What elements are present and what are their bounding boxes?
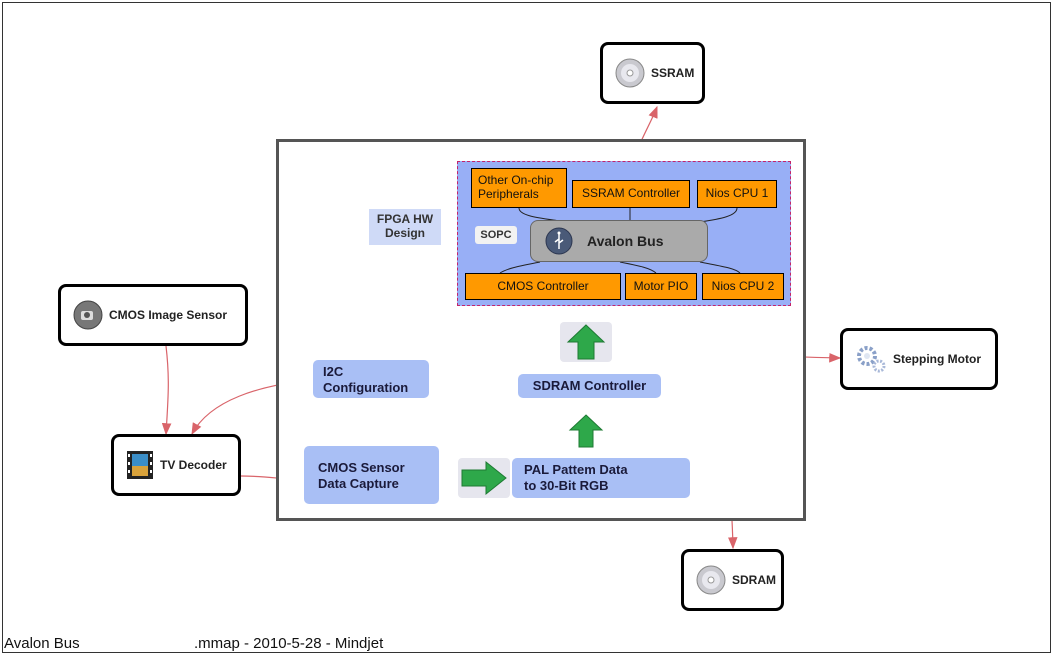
pal-pattern-data-box[interactable]: PAL Pattem Data to 30-Bit RGB — [512, 458, 690, 498]
nios-cpu-2-box[interactable]: Nios CPU 2 — [702, 273, 784, 300]
sdram-controller-label: SDRAM Controller — [532, 378, 647, 393]
avalon-bus-title: Avalon Bus — [587, 233, 664, 249]
up-arrow-2 — [562, 412, 610, 450]
cmos-controller-box[interactable]: CMOS Controller — [465, 273, 621, 300]
fpga-hw-design-label: FPGA HW Design — [369, 209, 441, 245]
stepping-motor-label: Stepping Motor — [893, 352, 981, 366]
tv-decoder-label: TV Decoder — [160, 458, 227, 472]
camera-icon — [73, 300, 103, 330]
i2c-line1: I2C — [323, 364, 344, 379]
film-icon — [127, 451, 153, 479]
sopc-label: SOPC — [480, 229, 512, 241]
cmos-image-sensor-node[interactable]: CMOS Image Sensor — [58, 284, 248, 346]
green-up-arrow-icon — [568, 414, 604, 448]
footer-meta: .mmap - 2010-5-28 - Mindjet — [194, 635, 384, 652]
fpga-label-line2: Design — [384, 226, 425, 241]
right-arrow — [458, 458, 510, 498]
usb-icon — [545, 227, 573, 255]
ssram-controller-label: SSRAM Controller — [581, 186, 681, 201]
ssram-label: SSRAM — [651, 66, 695, 80]
cmos-image-sensor-label: CMOS Image Sensor — [109, 308, 228, 322]
ssram-node[interactable]: SSRAM — [600, 42, 705, 104]
nios-cpu-1-label: Nios CPU 1 — [705, 186, 769, 201]
ssram-controller-box[interactable]: SSRAM Controller — [572, 180, 690, 208]
nios-cpu-2-label: Nios CPU 2 — [711, 278, 775, 293]
cmos-sensor-data-capture-box[interactable]: CMOS Sensor Data Capture — [304, 446, 439, 504]
tv-decoder-node[interactable]: TV Decoder — [111, 434, 241, 496]
gear-icon — [857, 346, 886, 373]
up-arrow-1 — [560, 322, 612, 362]
stepping-motor-node[interactable]: Stepping Motor — [840, 328, 998, 390]
i2c-configuration-box[interactable]: I2C Configuration — [313, 360, 429, 398]
disc-icon — [696, 565, 726, 595]
green-right-arrow-icon — [461, 460, 507, 496]
fpga-label-line1: FPGA HW — [376, 212, 434, 226]
avalon-bus-box[interactable]: Avalon Bus — [530, 220, 708, 262]
nios-cpu-1-box[interactable]: Nios CPU 1 — [697, 180, 777, 208]
other-peripherals-box[interactable]: Other On-chip Peripherals — [471, 168, 567, 208]
pal-line2: to 30-Bit RGB — [524, 478, 609, 494]
motor-pio-label: Motor PIO — [633, 278, 689, 293]
motor-pio-box[interactable]: Motor PIO — [625, 273, 697, 300]
i2c-line2: Configuration — [323, 379, 409, 395]
cmos-capture-line1: CMOS Sensor — [318, 460, 405, 475]
sdram-label: SDRAM — [732, 573, 776, 587]
other-peripherals-line2: Peripherals — [478, 187, 539, 201]
other-peripherals-line1: Other On-chip — [478, 173, 554, 188]
sdram-controller-box[interactable]: SDRAM Controller — [518, 374, 661, 398]
cmos-capture-line2: Data Capture — [318, 476, 399, 492]
sdram-node[interactable]: SDRAM — [681, 549, 784, 611]
disc-icon — [615, 58, 645, 88]
cmos-controller-label: CMOS Controller — [497, 278, 589, 293]
footer-title: Avalon Bus — [4, 635, 80, 652]
sopc-tag: SOPC — [475, 226, 517, 244]
pal-line1: PAL Pattem Data — [524, 462, 628, 477]
green-up-arrow-icon — [566, 324, 606, 360]
